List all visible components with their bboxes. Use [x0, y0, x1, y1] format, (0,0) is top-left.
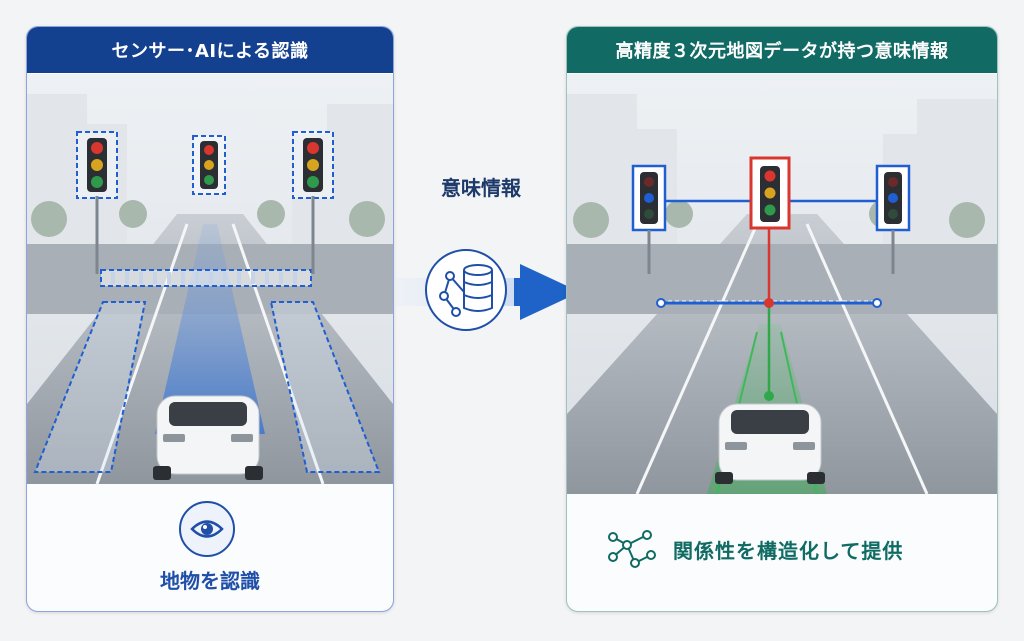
right-road-scene — [567, 74, 997, 494]
traffic-light-left — [76, 131, 118, 274]
semantic-info-label: 意味情報 — [441, 176, 521, 200]
lane-detection-right — [269, 301, 381, 473]
network-graph-icon — [608, 530, 656, 568]
lane-detection-left — [33, 301, 147, 473]
right-caption-row: 関係性を構造化して提供 — [605, 527, 903, 571]
eye-icon — [179, 501, 235, 557]
sensor-ai-panel: センサー･AIによる認識 — [26, 26, 394, 612]
ego-car — [715, 403, 825, 484]
traffic-light-center-highlight — [749, 156, 791, 230]
database-graph-icon — [396, 249, 580, 331]
traffic-light-center — [192, 135, 226, 195]
right-caption: 関係性を構造化して提供 — [673, 538, 904, 563]
panel-title: センサー･AIによる認識 — [27, 27, 393, 73]
roadside-trees — [31, 200, 385, 237]
traffic-light-right — [875, 164, 911, 274]
panel-title: 高精度３次元地図データが持つ意味情報 — [567, 27, 997, 73]
traffic-light-left — [631, 164, 667, 274]
ego-car — [153, 395, 263, 480]
right-arrow-icon — [514, 264, 580, 320]
hd-map-panel: 高精度３次元地図データが持つ意味情報 — [566, 26, 998, 612]
sensor-beam — [155, 224, 265, 434]
traffic-light-right — [292, 131, 334, 274]
left-road-scene — [27, 74, 393, 484]
left-caption: 地物を認識 — [160, 569, 260, 593]
